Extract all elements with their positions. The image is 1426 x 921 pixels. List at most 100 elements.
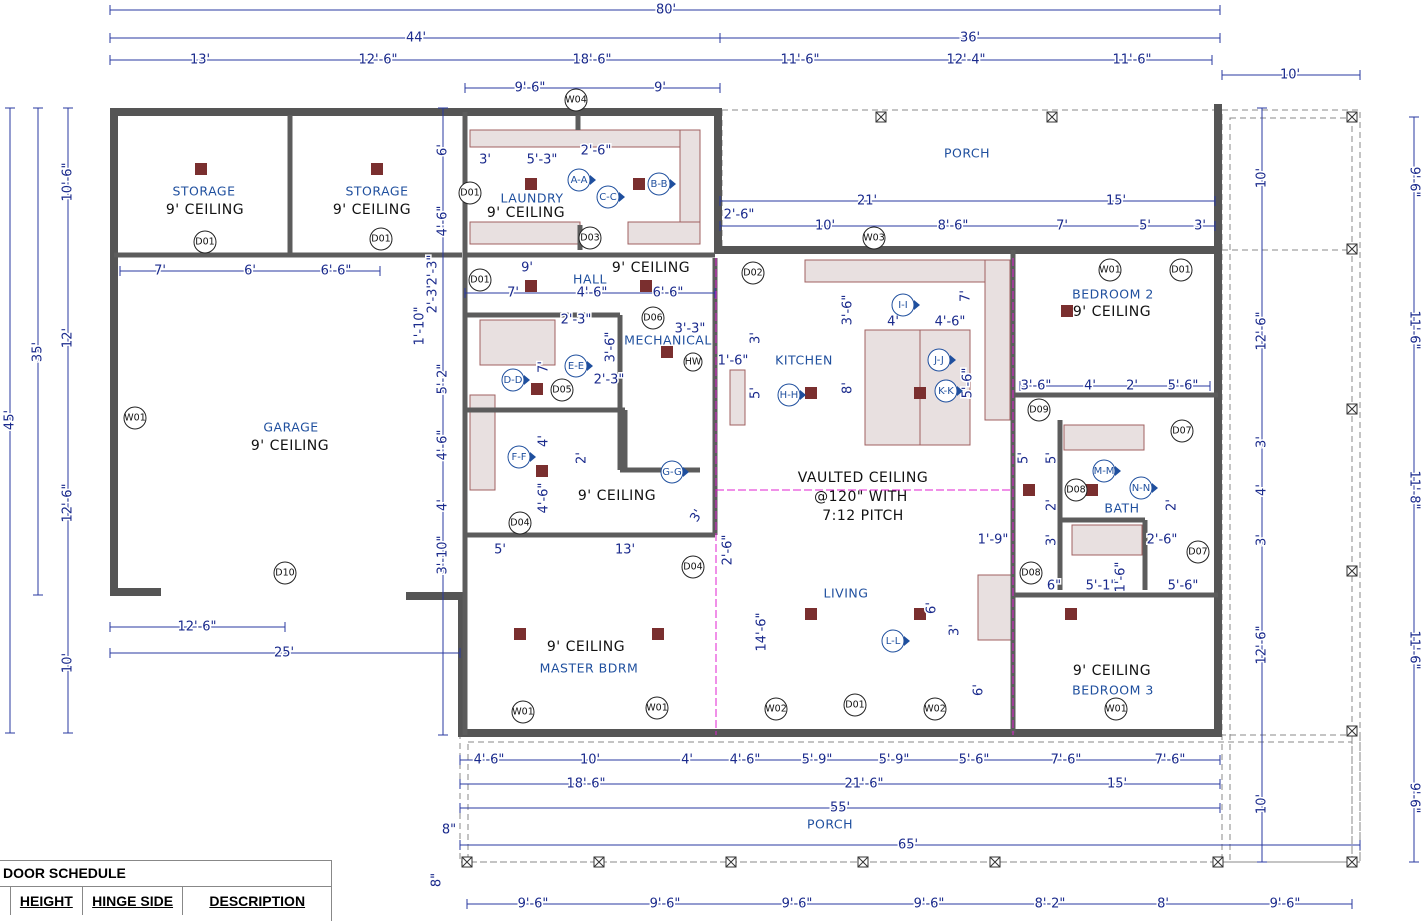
ceiling-label: 9' CEILING xyxy=(578,488,656,504)
section-marker: K-K xyxy=(938,386,954,397)
tag-circle-icon xyxy=(764,697,788,721)
porch-post-icon xyxy=(1346,403,1358,415)
door-window-tag: D08 xyxy=(1021,568,1040,579)
ceiling-light-icon xyxy=(525,178,537,190)
vaulted-ceiling-note: 7:12 PITCH xyxy=(822,508,904,524)
door-window-tag: W01 xyxy=(512,707,533,718)
dimension-label: 5'-2" xyxy=(436,364,451,395)
door-window-tag: D06 xyxy=(643,313,662,324)
tag-circle-icon xyxy=(1104,697,1128,721)
porch-post-icon xyxy=(1346,565,1358,577)
dimension-label: 5' xyxy=(1139,219,1151,234)
door-window-tag: W01 xyxy=(1105,704,1126,715)
ceiling-light-icon xyxy=(661,346,673,358)
dimension-label: 12'-6" xyxy=(1255,625,1270,664)
dimension-label: 4'-6" xyxy=(436,206,451,237)
dimension-label: 10' xyxy=(1255,794,1270,814)
dimension-label: 12'-6" xyxy=(1255,311,1270,350)
section-marker: A-A xyxy=(571,175,588,186)
section-arrow-icon xyxy=(957,386,963,396)
dimension-label: 1'-6" xyxy=(718,354,749,369)
ceiling-light-icon xyxy=(525,280,537,292)
porch-post-icon xyxy=(875,111,887,123)
dimension-label: 3'-6" xyxy=(1021,379,1052,394)
dimension-label: 10' xyxy=(580,753,600,768)
tag-circle-icon xyxy=(683,352,703,372)
tag-circle-icon xyxy=(1019,561,1043,585)
dimension-label: 2'-3" xyxy=(561,313,592,328)
door-window-tag: D04 xyxy=(510,518,529,529)
dimension-label: 45' xyxy=(3,410,18,430)
dimension-label: 1'-9" xyxy=(978,533,1009,548)
ceiling-light-icon xyxy=(1065,608,1077,620)
section-arrow-icon xyxy=(530,452,536,462)
porch-post-icon xyxy=(989,856,1001,868)
door-window-tag: D03 xyxy=(580,233,599,244)
header-height: HEIGHT xyxy=(9,887,82,915)
tag-circle-icon xyxy=(1186,540,1210,564)
section-marker: H-H xyxy=(780,390,799,401)
dimension-label: 3' xyxy=(1255,534,1270,546)
section-marker: G-G xyxy=(662,467,681,478)
ceiling-light-icon xyxy=(640,280,652,292)
dimension-label: 9'-6" xyxy=(1270,897,1301,912)
header-hinge-side: HINGE SIDE xyxy=(81,887,183,915)
section-marker: C-C xyxy=(599,192,617,203)
ceiling-light-icon xyxy=(1023,484,1035,496)
dimension-label: 4'-6" xyxy=(474,753,505,768)
tag-circle-icon xyxy=(1098,258,1122,282)
porch-post-icon xyxy=(1346,111,1358,123)
ceiling-light-icon xyxy=(514,628,526,640)
dimension-label: 5'-9" xyxy=(802,753,833,768)
dimension-label: 2' xyxy=(1165,499,1180,511)
dimension-label: 4'-6" xyxy=(537,483,552,514)
door-window-tag: D10 xyxy=(275,568,294,579)
ceiling-light-icon xyxy=(536,465,548,477)
door-window-tag: D01 xyxy=(195,237,214,248)
section-arrow-icon xyxy=(800,390,806,400)
porch-post-icon xyxy=(461,856,473,868)
section-arrow-icon xyxy=(670,179,676,189)
room-label: MECHANICAL xyxy=(624,333,712,348)
dimension-label: 6' xyxy=(244,264,256,279)
dimension-label: 2'-6" xyxy=(721,535,736,566)
dimension-label: 7' xyxy=(507,286,519,301)
room-label: STORAGE xyxy=(172,184,235,199)
dimension-label: 3' xyxy=(688,507,707,525)
tag-circle-icon xyxy=(369,227,393,251)
door-window-tag: D04 xyxy=(683,562,702,573)
dimension-label: 4'-6" xyxy=(577,286,608,301)
ceiling-label: 9' CEILING xyxy=(251,438,329,454)
tag-circle-icon xyxy=(578,226,602,250)
dimension-label: 25' xyxy=(274,646,294,661)
ceiling-label: 9' CEILING xyxy=(333,202,411,218)
dimension-label: 1'-10" xyxy=(413,306,428,345)
porch-post-icon xyxy=(1212,856,1224,868)
dimension-label: 5' xyxy=(749,387,764,399)
vaulted-ceiling-note: @120" WITH xyxy=(814,489,908,505)
dimension-label: 15' xyxy=(1107,777,1127,792)
dimension-label: 4'-6" xyxy=(935,315,966,330)
ceiling-label: 9' CEILING xyxy=(547,639,625,655)
dimension-label: 3' xyxy=(1045,534,1060,546)
dimension-label: 9'-6" xyxy=(782,897,813,912)
ceiling-light-icon xyxy=(914,387,926,399)
dimension-label: 3'-6" xyxy=(841,295,856,326)
door-window-tag: W02 xyxy=(924,704,945,715)
tag-circle-icon xyxy=(508,511,532,535)
dimension-label: 9' xyxy=(521,261,533,276)
dimension-label: 4' xyxy=(436,499,451,511)
tag-circle-icon xyxy=(550,378,574,402)
dimension-label: 5' xyxy=(494,543,506,558)
tag-circle-icon xyxy=(564,88,588,112)
ceiling-lights xyxy=(195,163,1098,640)
door-schedule-table: DOOR SCHEDULE HEIGHT HINGE SIDE DESCRIPT… xyxy=(0,860,332,921)
dimension-label: 5'-6" xyxy=(1168,579,1199,594)
tag-circle-icon xyxy=(681,555,705,579)
tag-circle-icon xyxy=(123,406,147,430)
dimension-label: 7'-6" xyxy=(1155,753,1186,768)
dimension-label: 8'-6" xyxy=(938,219,969,234)
dimension-label: 18'-6" xyxy=(572,53,611,68)
tag-circle-icon xyxy=(511,700,535,724)
